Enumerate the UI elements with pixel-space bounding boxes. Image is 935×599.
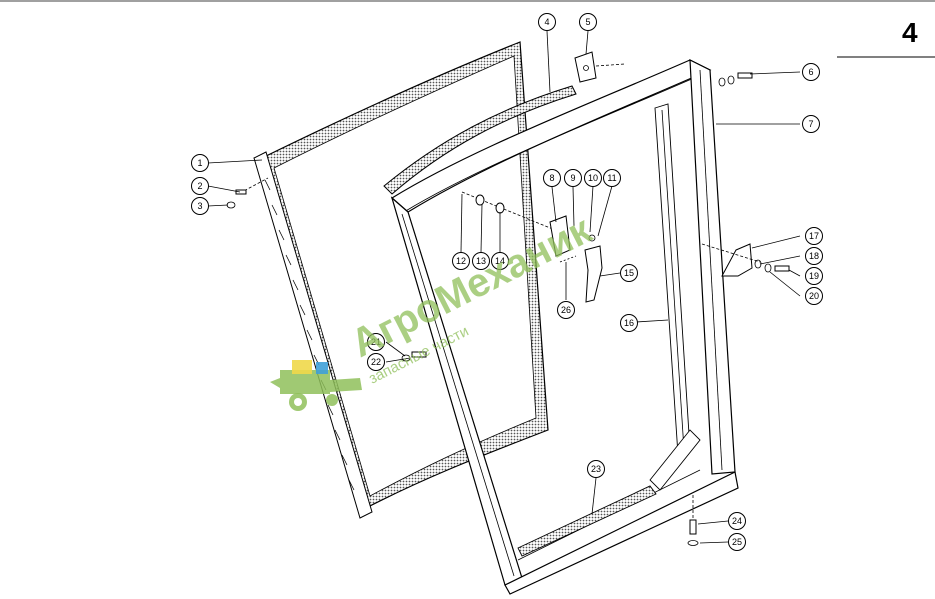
callout-label: 11 — [607, 173, 616, 183]
right-hinge-hardware — [701, 72, 790, 277]
callout-25: 25 — [728, 533, 746, 551]
callout-4: 4 — [538, 13, 556, 31]
callout-circle — [805, 287, 823, 305]
callout-circle — [802, 115, 820, 133]
callout-circle — [491, 252, 509, 270]
callout-21: 21 — [367, 333, 385, 351]
callout-17: 17 — [805, 227, 823, 245]
callout-circle — [802, 63, 820, 81]
callout-15: 15 — [620, 264, 638, 282]
callout-circle — [367, 353, 385, 371]
callout-11: 11 — [603, 169, 621, 187]
callout-label: 8 — [549, 173, 554, 183]
watermark-logo-icon — [270, 360, 362, 411]
callout-label: 18 — [809, 251, 819, 261]
callout-5: 5 — [579, 13, 597, 31]
callout-circle — [728, 533, 746, 551]
callout-6: 6 — [802, 63, 820, 81]
callout-circle — [805, 267, 823, 285]
callout-label: 4 — [544, 17, 549, 27]
callout-circle — [191, 197, 209, 215]
callout-label: 3 — [197, 201, 202, 211]
callout-circle — [728, 512, 746, 530]
callout-label: 5 — [585, 17, 590, 27]
callout-label: 23 — [591, 464, 601, 474]
callout-label: 15 — [624, 268, 634, 278]
callout-label: 16 — [624, 318, 634, 328]
callout-circle — [805, 227, 823, 245]
callout-label: 1 — [197, 158, 202, 168]
leader-lines — [207, 30, 801, 544]
callout-8: 8 — [543, 169, 561, 187]
callout-circle — [584, 169, 602, 187]
callout-label: 6 — [808, 67, 813, 77]
callout-circle — [538, 13, 556, 31]
callout-label: 19 — [809, 271, 819, 281]
callout-circle — [472, 252, 490, 270]
callout-label: 14 — [495, 256, 505, 266]
callout-label: 26 — [561, 305, 571, 315]
callout-circle — [191, 177, 209, 195]
callout-label: 13 — [476, 256, 486, 266]
callout-19: 19 — [805, 267, 823, 285]
callout-24: 24 — [728, 512, 746, 530]
callout-12: 12 — [452, 252, 470, 270]
callout-label: 7 — [808, 119, 813, 129]
callout-circle — [620, 264, 638, 282]
callout-13: 13 — [472, 252, 490, 270]
callout-circle — [543, 169, 561, 187]
top-seal-strip — [383, 85, 577, 195]
callout-label: 2 — [197, 181, 202, 191]
callout-label: 21 — [371, 337, 381, 347]
callout-label: 10 — [588, 173, 598, 183]
callout-26: 26 — [557, 301, 575, 319]
callout-label: 22 — [371, 357, 381, 367]
callout-circle — [191, 154, 209, 172]
callout-20: 20 — [805, 287, 823, 305]
page-number: 4 — [902, 17, 918, 48]
callout-circle — [587, 460, 605, 478]
glass-hardware — [226, 177, 427, 362]
callout-16: 16 — [620, 314, 638, 332]
callout-circle — [603, 169, 621, 187]
callout-label: 24 — [732, 516, 742, 526]
callout-circle — [557, 301, 575, 319]
callout-14: 14 — [491, 252, 509, 270]
callout-7: 7 — [802, 115, 820, 133]
callout-circle — [367, 333, 385, 351]
callout-label: 20 — [809, 291, 819, 301]
callout-label: 17 — [809, 231, 819, 241]
callout-circle — [805, 247, 823, 265]
callout-circle — [579, 13, 597, 31]
callout-label: 12 — [456, 256, 466, 266]
callout-9: 9 — [564, 169, 582, 187]
callout-3: 3 — [191, 197, 209, 215]
callout-22: 22 — [367, 353, 385, 371]
callout-circle — [620, 314, 638, 332]
callout-18: 18 — [805, 247, 823, 265]
door-frame — [390, 51, 739, 595]
callout-23: 23 — [587, 460, 605, 478]
callout-2: 2 — [191, 177, 209, 195]
callout-label: 9 — [570, 173, 575, 183]
callout-1: 1 — [191, 154, 209, 172]
callout-label: 25 — [732, 537, 742, 547]
callout-circle — [564, 169, 582, 187]
latch-assembly — [461, 191, 603, 303]
callout-10: 10 — [584, 169, 602, 187]
callout-circle — [452, 252, 470, 270]
